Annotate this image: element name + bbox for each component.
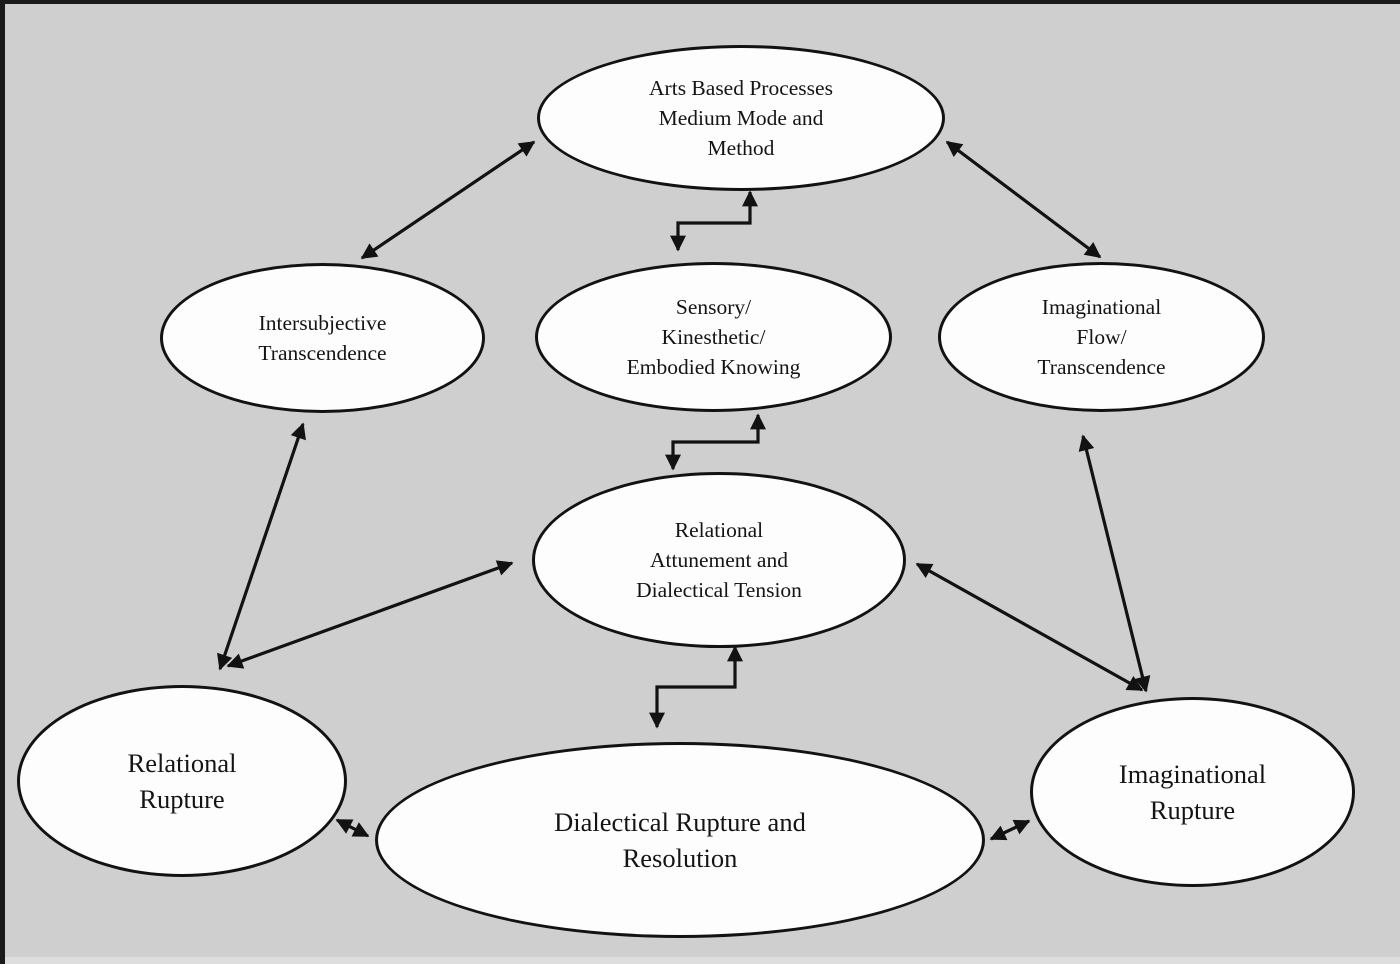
node-label-line: Imaginational xyxy=(1041,295,1162,319)
node-label: Sensory/ Kinesthetic/ Embodied Knowing xyxy=(627,292,801,382)
node-label-line: Relational xyxy=(674,518,764,542)
node-relational-rupture: Relational Rupture xyxy=(17,685,347,877)
node-sensory-kinesthetic-embodied-knowing: Sensory/ Kinesthetic/ Embodied Knowing xyxy=(535,262,892,412)
frame-border-bottom xyxy=(0,957,1400,964)
node-label: Arts Based Processes Medium Mode and Met… xyxy=(649,73,833,163)
arrow-sensory-attunement-elbow xyxy=(665,413,766,471)
arrow-relational-dialectical xyxy=(335,818,370,838)
node-label: Dialectical Rupture and Resolution xyxy=(554,804,806,876)
node-label-line: Dialectical Rupture and xyxy=(554,807,806,837)
node-label: Imaginational Rupture xyxy=(1119,756,1266,828)
node-label-line: Transcendence xyxy=(1037,355,1166,379)
node-label-line: Method xyxy=(707,136,775,160)
node-imaginational-flow-transcendence: Imaginational Flow/ Transcendence xyxy=(938,262,1265,412)
node-arts-based-processes: Arts Based Processes Medium Mode and Met… xyxy=(537,45,945,191)
node-label-line: Embodied Knowing xyxy=(626,355,801,379)
arrow-arts-imaginational-flow xyxy=(945,140,1102,259)
node-label-line: Sensory/ xyxy=(675,295,752,319)
node-relational-attunement-dialectical-tension: Relational Attunement and Dialectical Te… xyxy=(532,472,906,648)
node-label-line: Rupture xyxy=(139,784,225,814)
node-label-line: Imaginational xyxy=(1118,759,1267,789)
node-label: Intersubjective Transcendence xyxy=(258,308,386,368)
node-label-line: Relational xyxy=(127,748,237,778)
node-label-line: Intersubjective xyxy=(258,311,387,335)
arrow-arts-intersubjective xyxy=(360,140,536,260)
node-label: Imaginational Flow/ Transcendence xyxy=(1037,292,1165,382)
node-label-line: Dialectical Tension xyxy=(636,578,802,602)
node-label-line: Rupture xyxy=(1149,795,1236,825)
arrow-imaginational-flow-rupture xyxy=(1078,434,1151,693)
node-imaginational-rupture: Imaginational Rupture xyxy=(1030,697,1355,887)
node-label-line: Transcendence xyxy=(258,341,387,365)
arrow-attunement-dialectical-elbow xyxy=(649,645,743,729)
node-label-line: Resolution xyxy=(622,843,738,873)
arrow-relational-rupture-attunement xyxy=(226,560,514,669)
node-label-line: Arts Based Processes xyxy=(649,76,833,100)
node-label: Relational Rupture xyxy=(128,745,237,817)
node-label-line: Attunement and xyxy=(650,548,788,572)
arrow-attunement-imaginational-rupture xyxy=(915,562,1144,692)
frame-border-top xyxy=(0,0,1400,4)
node-label: Relational Attunement and Dialectical Te… xyxy=(636,515,802,605)
arrow-arts-sensory-elbow xyxy=(670,190,758,252)
node-dialectical-rupture-resolution: Dialectical Rupture and Resolution xyxy=(375,742,985,938)
node-label-line: Medium Mode and xyxy=(658,106,824,130)
node-label-line: Kinesthetic/ xyxy=(661,325,766,349)
frame-border-left xyxy=(0,0,5,964)
arrow-dialectical-imaginational xyxy=(989,819,1031,841)
arrow-intersubjective-relational-rupture xyxy=(217,422,306,671)
node-intersubjective-transcendence: Intersubjective Transcendence xyxy=(160,263,485,413)
node-label-line: Flow/ xyxy=(1076,325,1127,349)
